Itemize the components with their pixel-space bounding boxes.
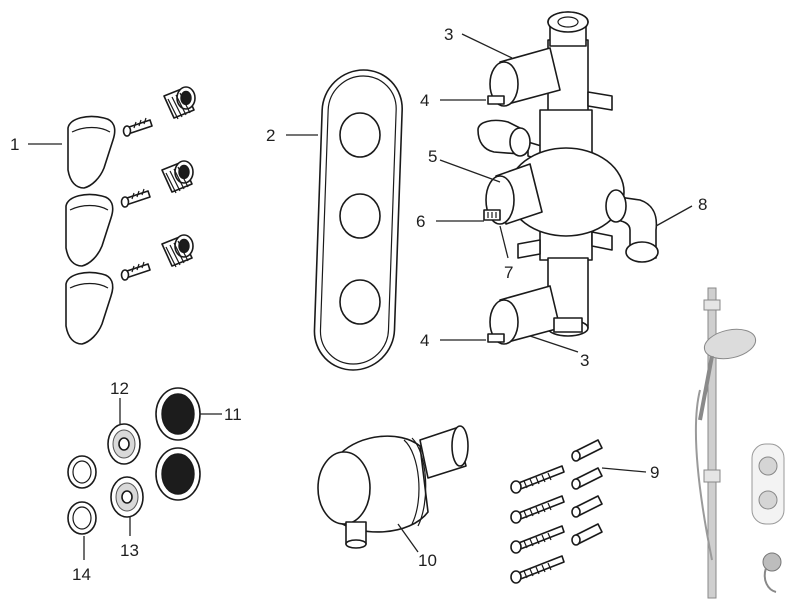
callout-12: 12 xyxy=(110,379,129,398)
leader-lines xyxy=(28,33,693,560)
screw-icon xyxy=(120,188,151,208)
olive-ring-icon xyxy=(67,501,97,535)
shower-wall-outlet-icon xyxy=(317,425,469,549)
screw-icon xyxy=(510,525,565,554)
filter-washer-icon xyxy=(107,423,141,465)
callout-4-bottom: 4 xyxy=(420,331,429,350)
screw-icon xyxy=(510,465,565,494)
callout-14: 14 xyxy=(72,565,91,584)
wall-plug-icon xyxy=(571,523,603,546)
lever-handle-icon xyxy=(65,193,114,267)
callout-6: 6 xyxy=(416,212,425,231)
splined-adapter-icon xyxy=(161,234,194,268)
callout-9: 9 xyxy=(650,463,659,482)
splined-adapter-icon xyxy=(161,160,194,194)
callout-2: 2 xyxy=(266,126,275,145)
screw-icon xyxy=(510,495,565,524)
wall-plug-icon xyxy=(571,467,603,490)
callout-7: 7 xyxy=(504,263,513,282)
filter-washer-icon xyxy=(110,476,144,518)
callout-13: 13 xyxy=(120,541,139,560)
callout-11: 11 xyxy=(224,405,242,424)
screw-icon xyxy=(120,261,151,281)
callout-5: 5 xyxy=(428,147,437,166)
screw-icon xyxy=(122,117,153,137)
wall-plug-icon xyxy=(571,439,603,462)
lever-handle-icon xyxy=(67,115,116,189)
olive-ring-icon xyxy=(67,455,97,489)
callout-1: 1 xyxy=(10,135,19,154)
seal-ring-icon xyxy=(155,447,201,501)
faceplate-icon xyxy=(313,69,403,371)
seal-ring-icon xyxy=(155,387,201,441)
shower-kit-photo-icon xyxy=(694,287,785,599)
callout-4-top: 4 xyxy=(420,91,429,110)
callout-10: 10 xyxy=(418,551,437,570)
callout-3-bottom: 3 xyxy=(580,351,589,370)
lever-handle-icon xyxy=(65,271,114,345)
splined-adapter-icon xyxy=(163,86,196,120)
valve-body-icon xyxy=(477,11,659,345)
callout-8: 8 xyxy=(698,195,707,214)
wall-plug-icon xyxy=(571,495,603,518)
screw-icon xyxy=(510,555,565,584)
callout-3-top: 3 xyxy=(444,25,453,44)
